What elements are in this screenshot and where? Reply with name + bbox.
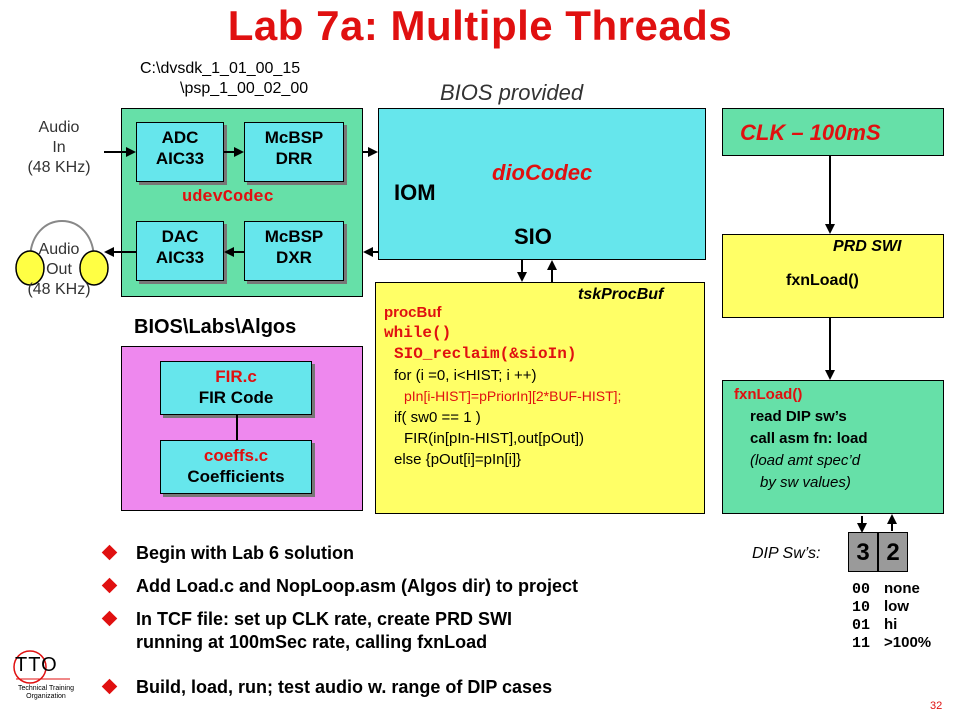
bullet-text: Begin with Lab 6 solution <box>136 543 354 563</box>
code-line-while: while() <box>384 324 452 342</box>
dip-code: 11 <box>852 635 871 652</box>
dac-label: DAC <box>161 227 199 246</box>
code-line-for: for (i =0, i<HIST; i ++) <box>394 367 537 384</box>
task-procbuf-box <box>375 282 705 514</box>
prd-fn-label: fxnLoad() <box>786 272 859 289</box>
page-number: 32 <box>930 700 943 712</box>
adc-label: ADC <box>161 128 199 147</box>
adc-aic33-block: ADC AIC33 <box>136 122 224 182</box>
mcbsp-drr-block: McBSP DRR <box>244 122 344 182</box>
fir-desc-label: FIR Code <box>198 388 274 407</box>
fir-file-label: FIR.c <box>215 367 257 386</box>
dip-table: 00 none 10 low 01 hi 11 >100% <box>852 580 931 652</box>
code-line-sio-reclaim: SIO_reclaim(&sioIn) <box>394 345 577 363</box>
dio-codec-label: dioCodec <box>492 160 593 185</box>
audio-out-line-1: Audio <box>38 241 80 258</box>
dio-codec-box <box>378 108 706 260</box>
coeffs-file-label: coeffs.c <box>203 446 269 465</box>
audio-out-label: Audio Out (48 KHz) <box>14 240 104 300</box>
audio-in-line-3: (48 KHz) <box>27 159 91 176</box>
mcbsp-label: McBSP <box>264 128 324 147</box>
algos-folder-label: BIOS\Labs\Algos <box>134 316 297 338</box>
aic33-out-label: AIC33 <box>155 248 205 267</box>
dip-row: 10 low <box>852 598 931 616</box>
clk-box <box>722 108 944 156</box>
dip-switch-2[interactable]: 2 <box>878 532 908 572</box>
dac-aic33-block: DAC AIC33 <box>136 221 224 281</box>
tto-logo-caption: Technical Training Organization <box>6 685 86 701</box>
bullet-text: Build, load, run; test audio w. range of… <box>136 677 553 697</box>
path-line-1: C:\dvsdk_1_01_00_15 <box>140 60 301 77</box>
prd-swi-title: PRD SWI <box>833 238 902 255</box>
udev-codec-label: udevCodec <box>182 188 274 207</box>
fxnload-text: fxnLoad() read DIP sw’s call asm fn: loa… <box>734 384 868 494</box>
audio-in-line-1: Audio <box>38 119 80 136</box>
code-line-fir: FIR(in[pIn-HIST],out[pOut]) <box>404 430 585 447</box>
audio-out-line-3: (48 KHz) <box>27 281 91 298</box>
mcbsp-dxr-block: McBSP DXR <box>244 221 344 281</box>
dip-desc: hi <box>884 616 898 633</box>
code-line-if: if( sw0 == 1 ) <box>394 409 481 426</box>
sio-label: SIO <box>514 224 552 249</box>
code-line-pin: pIn[i-HIST]=pPriorIn][2*BUF-HIST]; <box>404 388 622 404</box>
tto-caption-line-1: Technical Training <box>17 685 75 692</box>
code-line-procbuf: procBuf <box>384 304 442 321</box>
coeffs-desc-label: Coefficients <box>187 467 285 486</box>
dip-row: 01 hi <box>852 616 931 634</box>
dip-row: 11 >100% <box>852 634 931 652</box>
clk-label: CLK – 100mS <box>740 120 881 145</box>
slide-title: Lab 7a: Multiple Threads <box>227 2 733 49</box>
dip-code: 00 <box>852 581 871 598</box>
iom-label: IOM <box>394 180 436 205</box>
dip-code: 10 <box>852 599 871 616</box>
tto-caption-line-2: Organization <box>26 693 66 700</box>
tto-logo-mark: TTO <box>15 654 58 676</box>
drr-label: DRR <box>275 149 313 168</box>
dip-desc: >100% <box>884 634 932 651</box>
bullet-text: In TCF file: set up CLK rate, create PRD… <box>136 609 513 629</box>
bios-provided-label: BIOS provided <box>440 80 584 105</box>
dip-label: DIP Sw’s: <box>752 545 821 562</box>
bullet-text-continued: running at 100mSec rate, calling fxnLoad <box>136 632 488 652</box>
bullet-text: Add Load.c and NopLoop.asm (Algos dir) t… <box>136 576 578 596</box>
audio-in-line-2: In <box>52 139 66 156</box>
aic33-label: AIC33 <box>155 149 205 168</box>
task-code: procBuf while() SIO_reclaim(&sioIn) for … <box>384 302 702 470</box>
coeffs-block: coeffs.c Coefficients <box>160 440 312 494</box>
fxnload-title: fxnLoad() <box>734 386 803 403</box>
fxnload-line-2: call asm fn: load <box>750 430 868 447</box>
dip-desc: none <box>884 580 920 597</box>
mcbsp-out-label: McBSP <box>264 227 324 246</box>
prd-swi-box <box>722 234 944 318</box>
dxr-label: DXR <box>276 248 312 267</box>
fxnload-line-3: (load amt spec’d <box>750 452 861 469</box>
audio-in-label: Audio In (48 KHz) <box>14 118 104 178</box>
dip-code: 01 <box>852 617 871 634</box>
fir-coeffs-connector <box>236 415 238 440</box>
fxnload-box <box>722 380 944 514</box>
dip-row: 00 none <box>852 580 931 598</box>
fir-code-block: FIR.c FIR Code <box>160 361 312 415</box>
code-line-else: else {pOut[i]=pIn[i]} <box>394 451 522 468</box>
tto-logo-icon <box>13 650 70 684</box>
headphones-icon <box>15 220 109 286</box>
fxnload-line-4: by sw values) <box>760 474 851 491</box>
path-line-2: \psp_1_00_02_00 <box>180 80 309 97</box>
fxnload-line-1: read DIP sw’s <box>750 408 847 425</box>
dip-desc: low <box>884 598 909 615</box>
task-title: tskProcBuf <box>578 286 664 303</box>
audio-out-line-2: Out <box>46 261 72 278</box>
dip-switch-3[interactable]: 3 <box>848 532 878 572</box>
